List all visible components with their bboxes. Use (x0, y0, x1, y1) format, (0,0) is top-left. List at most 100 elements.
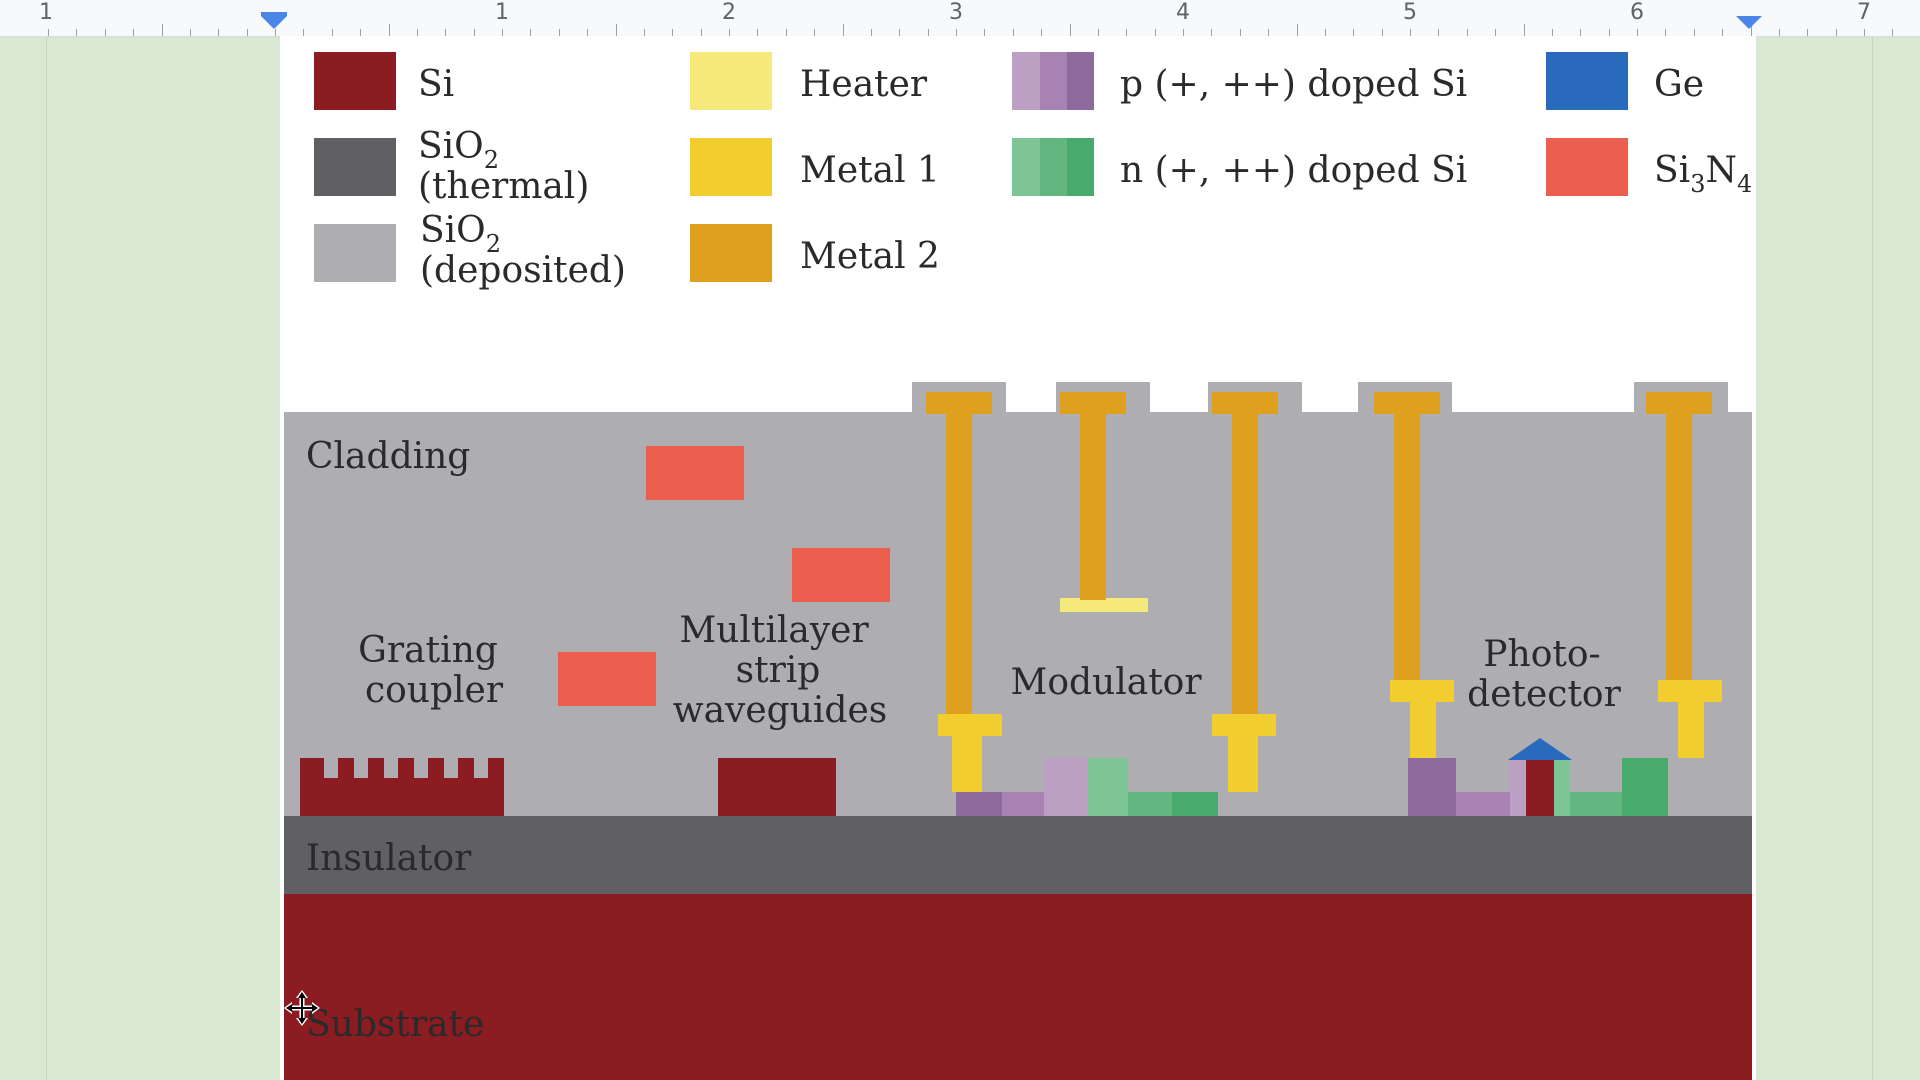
ruler-tick (1722, 29, 1723, 36)
ruler-tick (1467, 29, 1468, 36)
ruler-tick (1382, 29, 1383, 36)
ruler-tick (360, 29, 361, 36)
left-indent-marker[interactable] (261, 16, 287, 29)
legend-label-heater: Heater (800, 64, 928, 105)
ruler-tick (1041, 29, 1042, 36)
ruler-tick (474, 29, 475, 36)
photodetector-structure (1408, 738, 1668, 816)
legend-label-metal1: Metal 1 (800, 150, 940, 191)
ruler-tick (956, 29, 957, 36)
label-multilayer-line3: waveguides (673, 690, 888, 731)
ruler-tick (1836, 29, 1837, 36)
label-grating-coupler-line2: coupler (365, 670, 504, 711)
ruler-tick (275, 29, 276, 36)
si3n4-waveguide-bottom (558, 652, 656, 706)
ruler-tick (1580, 29, 1581, 36)
ruler-number: 2 (722, 0, 736, 25)
ruler-tick (1779, 29, 1780, 36)
first-line-indent-marker[interactable] (261, 12, 287, 16)
legend-swatch-sio2-deposited (314, 224, 396, 282)
soi-cross-section-figure[interactable]: Si SiO2 (thermal) SiO2 (deposited) Heate… (280, 36, 1756, 1080)
legend-swatch-n-doped (1012, 138, 1094, 196)
ruler-tick (1070, 24, 1071, 36)
ruler-tick (644, 29, 645, 36)
ruler-tick (843, 24, 844, 36)
ruler-tick (1410, 29, 1411, 36)
ruler-tick (559, 29, 560, 36)
label-substrate: Substrate (306, 1004, 484, 1045)
ruler-tick (786, 29, 787, 36)
right-indent-marker[interactable] (1736, 16, 1762, 29)
metal2-interconnects (926, 392, 1712, 714)
ruler-tick (162, 24, 163, 36)
ruler-tick (1665, 29, 1666, 36)
ruler-tick (502, 29, 503, 36)
ruler-tick (247, 29, 248, 36)
ruler-tick (757, 29, 758, 36)
modulator-doped-si (956, 758, 1218, 816)
ruler-number: 4 (1176, 0, 1190, 25)
ruler-number: 6 (1630, 0, 1644, 25)
ruler-tick (672, 29, 673, 36)
ruler-tick (133, 29, 134, 36)
ruler-tick (814, 29, 815, 36)
label-insulator: Insulator (306, 838, 472, 879)
cross-section (284, 382, 1752, 1080)
ruler-tick (1694, 29, 1695, 36)
label-modulator: Modulator (1010, 662, 1202, 703)
legend-swatch-si3n4 (1546, 138, 1628, 196)
ruler-tick (1183, 29, 1184, 36)
photodetector-si-core (1526, 760, 1554, 816)
heater (1060, 598, 1148, 612)
legend-label-sio2-deposited: SiO2 (420, 210, 501, 258)
figure-canvas: Si SiO2 (thermal) SiO2 (deposited) Heate… (284, 52, 1752, 1080)
si3n4-waveguide-middle (792, 548, 890, 602)
ruler-tick (445, 29, 446, 36)
ruler-number: 5 (1403, 0, 1417, 25)
legend-label-sio2-thermal: SiO2 (418, 126, 499, 174)
ruler-tick (587, 29, 588, 36)
legend-swatch-heater (690, 52, 772, 110)
ruler-tick (1297, 24, 1298, 36)
ruler-number: 7 (1857, 0, 1871, 25)
legend-label-si: Si (418, 64, 454, 105)
ruler-tick (984, 29, 985, 36)
ruler-tick (1864, 29, 1865, 36)
ruler[interactable]: 1 1 2 3 4 5 6 7 (0, 0, 1920, 37)
ruler-tick (1353, 29, 1354, 36)
ruler-number: 1 (495, 0, 509, 25)
si-strip-waveguide (718, 758, 836, 816)
legend-label-metal2: Metal 2 (800, 236, 940, 277)
ruler-tick (1268, 29, 1269, 36)
ruler-tick (1892, 29, 1893, 36)
grating-coupler (300, 758, 504, 816)
ruler-number: 3 (949, 0, 963, 25)
legend-label-ge: Ge (1654, 64, 1704, 105)
cladding-layer (284, 412, 1752, 816)
ge-absorber (1508, 738, 1572, 760)
ruler-tick (1098, 29, 1099, 36)
ruler-number: 1 (39, 0, 53, 25)
ruler-tick (899, 29, 900, 36)
si3n4-waveguide-top (646, 446, 744, 500)
ruler-tick (1552, 29, 1553, 36)
ruler-tick (1751, 24, 1752, 36)
ruler-tick (530, 29, 531, 36)
ruler-tick (303, 29, 304, 36)
move-cursor-icon (284, 990, 320, 1026)
legend-label-p-doped: p (+, ++) doped Si (1120, 64, 1467, 105)
metal1-vias (938, 680, 1722, 792)
label-photodetector-line1: Photo- (1483, 634, 1600, 675)
legend-swatch-p-doped (1012, 52, 1094, 110)
ruler-tick (1325, 29, 1326, 36)
ruler-tick (871, 29, 872, 36)
ruler-tick (1807, 29, 1808, 36)
legend-label-sio2-deposited-note: (deposited) (420, 250, 626, 291)
ruler-tick (928, 29, 929, 36)
ruler-tick (1126, 29, 1127, 36)
legend-label-sio2-thermal-note: (thermal) (418, 166, 589, 207)
ruler-tick (76, 29, 77, 36)
ruler-tick (1637, 29, 1638, 36)
ruler-tick (1609, 29, 1610, 36)
ruler-tick (105, 29, 106, 36)
